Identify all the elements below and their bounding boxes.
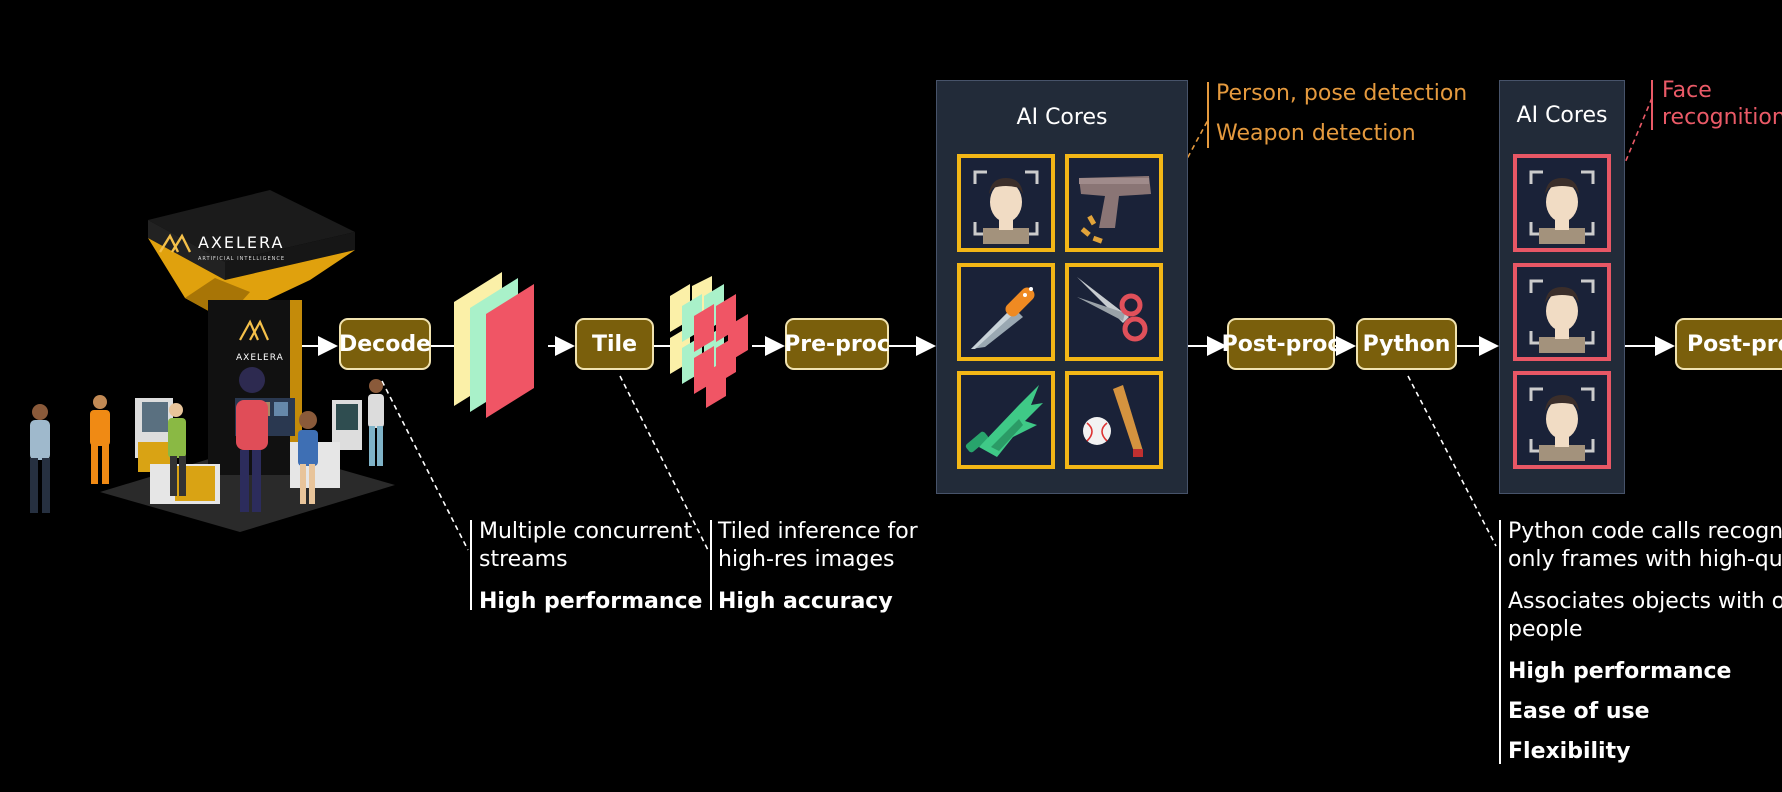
postproc-stage-2: Post-proc — [1675, 318, 1782, 370]
python-stage: Python — [1356, 318, 1457, 370]
decode-note-line1: Multiple concurrent — [479, 519, 693, 544]
booth-brand-text: AXELERA — [198, 233, 284, 252]
tiled-frames — [670, 276, 748, 408]
dash-decode-note — [381, 380, 469, 551]
decode-note-bar — [470, 520, 472, 610]
face-icon — [1513, 154, 1611, 252]
tile-note-line2: high-res images — [718, 547, 895, 572]
tile-note-bold: High accuracy — [718, 589, 893, 614]
face-icon — [1513, 263, 1611, 361]
face-tag-line1: Face — [1662, 78, 1712, 103]
knife-icon — [957, 263, 1055, 361]
dash-tile-note — [619, 375, 709, 551]
booth-tagline-text: ARTIFICIAL INTELLIGENCE — [198, 256, 285, 262]
decode-stage: Decode — [339, 318, 431, 370]
svg-text:AXELERA: AXELERA — [236, 353, 284, 363]
tile-stage: Tile — [575, 318, 654, 370]
python-note-p2-line1: Associates objects with ov — [1508, 589, 1782, 614]
face-icon — [957, 154, 1055, 252]
tile-note: Tiled inference for high-res images High… — [718, 518, 918, 616]
python-note-p1-line1: Python code calls recognit — [1508, 519, 1782, 544]
ai-cores-panel-weapons: AI Cores — [936, 80, 1188, 494]
preproc-stage: Pre-proc — [784, 318, 890, 370]
booth-illustration: AXELERA ARTIFICIAL INTELLIGENCE AXELERA — [30, 190, 395, 532]
decode-note-line2: streams — [479, 547, 568, 572]
visitor-figures — [30, 367, 384, 513]
python-note-bold-1: High performance — [1508, 659, 1732, 684]
ai-cores-title-2: AI Cores — [1516, 103, 1608, 128]
face-tag-line2: recognition — [1662, 105, 1782, 130]
postproc-stage-1: Post-proc — [1222, 318, 1340, 370]
python-note-bold-2: Ease of use — [1508, 699, 1650, 724]
tile-note-line1: Tiled inference for — [718, 519, 918, 544]
scissors-icon — [1065, 263, 1163, 361]
ai-cores-title: AI Cores — [1016, 105, 1108, 130]
weapon-tag: Weapon detection — [1216, 121, 1416, 146]
decode-note-bold: High performance — [479, 589, 703, 614]
face-icon — [1513, 371, 1611, 469]
decode-note: Multiple concurrent streams High perform… — [479, 518, 702, 616]
dash-python-note — [1407, 375, 1497, 547]
python-note: Python code calls recognit only frames w… — [1508, 518, 1782, 766]
broken-bottle-icon — [957, 371, 1055, 469]
baseball-bat-icon — [1065, 371, 1163, 469]
person-pose-tag: Person, pose detection — [1216, 81, 1468, 106]
tile-note-bar — [710, 520, 712, 610]
python-note-p1-line2: only frames with high-qual — [1508, 547, 1782, 572]
pistol-icon — [1065, 154, 1163, 252]
ai-cores-panel-faces: AI Cores — [1499, 80, 1625, 494]
python-note-bar — [1499, 520, 1501, 764]
decoded-frames-stack — [454, 272, 534, 418]
python-note-bold-3: Flexibility — [1508, 739, 1631, 764]
python-note-p2-line2: people — [1508, 617, 1583, 642]
